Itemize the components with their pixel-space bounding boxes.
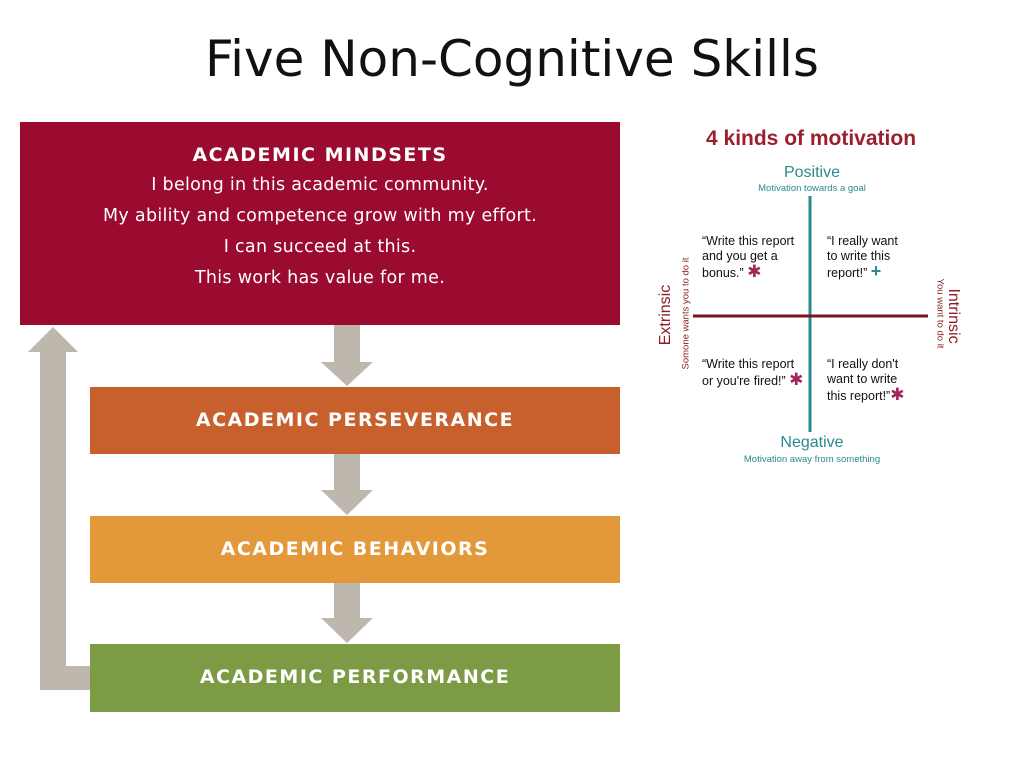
slide-title: Five Non-Cognitive Skills [205,30,819,88]
mindset-line: I belong in this academic community. [151,175,489,195]
feedback-loop-arrow-icon [28,327,90,690]
intrinsic-label: Intrinsic [945,288,962,344]
star-icon: ✱ [890,385,905,404]
intrinsic-sub: You want to do it [934,278,946,349]
down-arrow-icon [321,583,373,643]
performance-heading: ACADEMIC PERFORMANCE [199,666,511,688]
negative-label: Negative [780,434,844,451]
positive-sub: Motivation towards a goal [758,183,866,194]
quote-extrinsic-positive: “Write this report and you get a bonus.”… [702,234,795,281]
motivation-title: 4 kinds of motivation [706,127,917,150]
negative-sub: Motivation away from something [743,454,881,465]
down-arrow-icon [321,454,373,515]
mindset-line: This work has value for me. [194,268,446,288]
mindset-line: I can succeed at this. [223,237,417,257]
quote-intrinsic-negative: “I really don't want to write this repor… [827,357,905,404]
perseverance-heading: ACADEMIC PERSEVERANCE [195,409,515,431]
quote-intrinsic-positive: “I really want to write this report!” + [827,234,898,281]
extrinsic-label: Extrinsic [657,284,674,346]
mindset-line: My ability and competence grow with my e… [103,206,537,226]
quote-extrinsic-negative: “Write this report or you're fired!” ✱ [702,357,804,389]
star-icon: ✱ [747,262,762,281]
mindsets-heading: ACADEMIC MINDSETS [192,144,448,166]
plus-icon: + [870,261,882,281]
down-arrow-icon [321,325,373,386]
behaviors-heading: ACADEMIC BEHAVIORS [220,538,490,560]
academic-performance-box: ACADEMIC PERFORMANCE [90,644,620,712]
positive-label: Positive [783,164,841,181]
academic-behaviors-box: ACADEMIC BEHAVIORS [90,516,620,583]
academic-perseverance-box: ACADEMIC PERSEVERANCE [90,387,620,454]
extrinsic-sub: Somone wants you to do it [680,257,692,370]
academic-mindsets-box: ACADEMIC MINDSETS I belong in this acade… [20,122,620,325]
star-icon: ✱ [789,370,804,389]
